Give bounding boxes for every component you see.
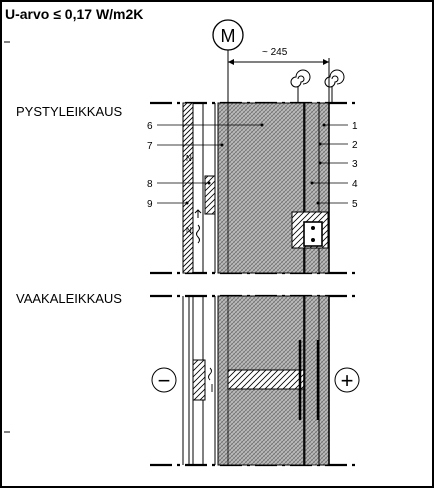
svg-text:7: 7	[147, 141, 153, 152]
vertical-section-label: PYSTYLEIKKAUS	[16, 104, 123, 119]
svg-text:5: 5	[352, 199, 358, 210]
spiral-icon	[324, 69, 345, 103]
callout-6: 6	[147, 121, 264, 132]
callout-7: 7	[147, 141, 224, 152]
electrical-box	[303, 221, 323, 247]
exterior-cladding	[182, 102, 194, 274]
callout-8: 8	[147, 179, 211, 190]
callout-3: 3	[318, 159, 358, 170]
svg-text:2: 2	[352, 140, 358, 151]
svg-text:3: 3	[352, 159, 358, 170]
callout-5: 5	[316, 199, 358, 210]
svg-text:1: 1	[352, 121, 358, 132]
horizontal-section-label: VAAKALEIKKAUS	[16, 291, 122, 306]
insulation-layer	[217, 102, 305, 274]
batten	[192, 359, 206, 401]
airflow-arrow-icon	[208, 367, 213, 392]
svg-text:8: 8	[147, 179, 153, 190]
airflow-arrow-icon	[194, 209, 202, 244]
dimension-value: ~ 245	[262, 47, 288, 58]
nail-mark: N	[186, 154, 192, 163]
spiral-icon	[290, 69, 311, 103]
module-marker-label: M	[221, 26, 236, 46]
batten	[204, 175, 216, 215]
box-screw	[311, 238, 315, 242]
callout-1: 1	[322, 121, 358, 132]
svg-text:6: 6	[147, 121, 153, 132]
interior-side-sign: +	[334, 367, 360, 393]
callout-9: 9	[147, 199, 189, 210]
interior-board	[318, 295, 330, 466]
svg-text:+: +	[341, 368, 354, 393]
dimension-arrow-left	[228, 59, 234, 65]
callout-2: 2	[318, 140, 358, 151]
box-screw	[311, 226, 315, 230]
svg-text:4: 4	[352, 179, 358, 190]
nail-mark: N	[186, 226, 192, 235]
exterior-side-sign: −	[151, 367, 177, 393]
svg-text:9: 9	[147, 199, 153, 210]
u-value-title: U-arvo ≤ 0,17 W/m2K	[5, 6, 143, 22]
dimension-arrow-right	[323, 59, 329, 65]
callout-4: 4	[310, 179, 358, 190]
svg-text:−: −	[158, 368, 171, 393]
